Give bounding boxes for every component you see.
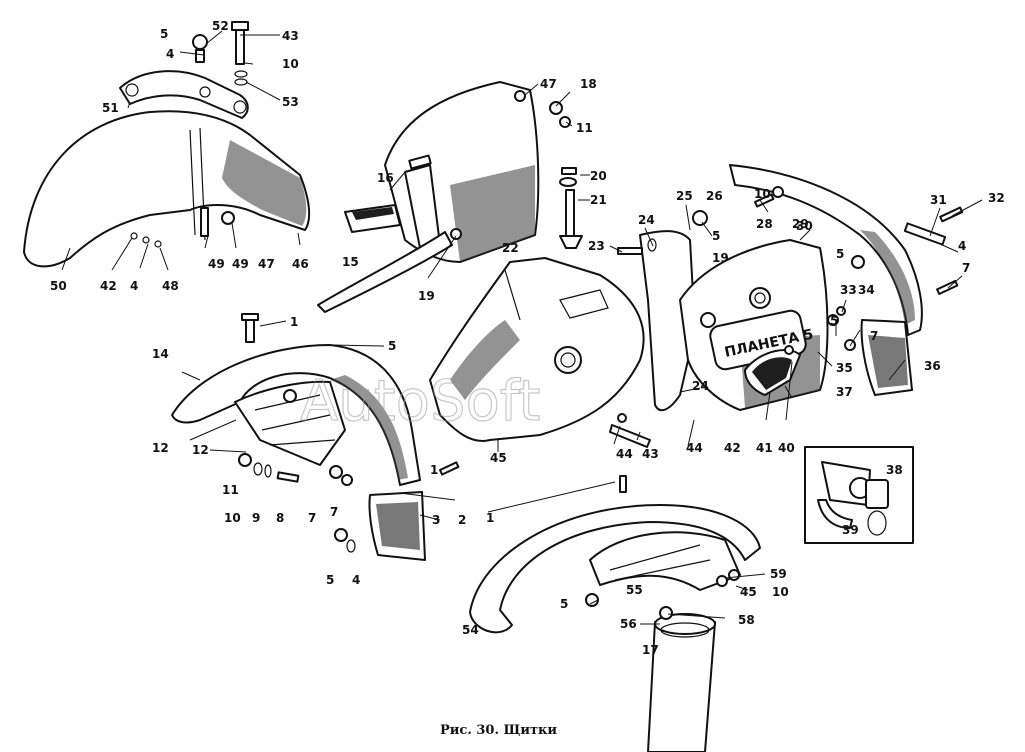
callout-37: 37 xyxy=(836,385,853,399)
callout-20: 20 xyxy=(590,169,607,183)
callout-54: 53 xyxy=(282,95,299,109)
callout-30: 30 xyxy=(796,219,813,233)
callout-10c: 10 xyxy=(224,511,241,525)
callout-26: 26 xyxy=(706,189,723,203)
callout-5: 5 xyxy=(160,27,168,41)
callout-15: 15 xyxy=(342,255,359,269)
callout-29: 29 xyxy=(792,217,809,231)
callout-11: 11 xyxy=(576,121,593,135)
callout-3: 3 xyxy=(432,513,440,527)
callout-58: 58 xyxy=(738,613,755,627)
callout-55: 54 xyxy=(462,623,479,637)
callout-42: 42 xyxy=(100,279,117,293)
callout-32: 32 xyxy=(988,191,1005,205)
callout-53: 52 xyxy=(212,19,229,33)
callout-52: 51 xyxy=(102,101,119,115)
callout-57: 56 xyxy=(620,617,637,631)
rear-mudguard-assembly xyxy=(729,164,964,396)
callout-12b: 12 xyxy=(192,443,209,457)
callout-10b: 10 xyxy=(754,187,771,201)
callout-5b: 5 xyxy=(712,229,720,243)
callout-22: 22 xyxy=(502,241,519,255)
callout-1b: 1 xyxy=(486,511,494,525)
callout-6: 7 xyxy=(870,329,878,343)
callout-21: 21 xyxy=(590,193,607,207)
callout-59: 59 xyxy=(770,567,787,581)
callout-44b: 44 xyxy=(616,447,633,461)
watermark: AutoSoft xyxy=(300,369,541,434)
callout-47: 46 xyxy=(292,257,309,271)
callout-7b: 7 xyxy=(308,511,316,525)
callout-5g: 5 xyxy=(560,597,568,611)
front-fender-lower-assembly xyxy=(469,475,761,752)
rear-fender-assembly xyxy=(171,313,460,561)
callout-6b: 7 xyxy=(330,505,338,519)
callout-51: 50 xyxy=(50,279,67,293)
callout-5e: 5 xyxy=(388,339,396,353)
callout-38: 38 xyxy=(886,463,903,477)
callout-5f: 5 xyxy=(326,573,334,587)
callout-1c: 1 xyxy=(430,463,438,477)
callout-5d: 5 xyxy=(830,314,838,328)
callout-9: 9 xyxy=(252,511,260,525)
callout-11b: 11 xyxy=(222,483,239,497)
front-fender-assembly xyxy=(23,21,311,268)
callout-49b: 49 xyxy=(232,257,249,271)
callout-41: 41 xyxy=(756,441,773,455)
callout-34: 34 xyxy=(858,283,875,297)
callout-4: 4 xyxy=(166,47,174,61)
callout-18: 18 xyxy=(580,77,597,91)
callout-49: 48 xyxy=(162,279,179,293)
callout-24: 24 xyxy=(638,213,655,227)
engine-side-panel xyxy=(429,257,651,448)
callout-31: 31 xyxy=(930,193,947,207)
callout-23: 23 xyxy=(588,239,605,253)
callout-43: 43 xyxy=(282,29,299,43)
callout-10d: 10 xyxy=(772,585,789,599)
callout-33: 33 xyxy=(840,283,857,297)
callout-50: 49 xyxy=(208,257,225,271)
callout-56: 55 xyxy=(626,583,643,597)
callout-28: 28 xyxy=(756,217,773,231)
side-cover-assembly xyxy=(317,81,583,313)
callout-25: 25 xyxy=(676,189,693,203)
callout-39: 39 xyxy=(842,523,859,537)
callout-4c: 4 xyxy=(958,239,966,253)
lock-detail-inset xyxy=(804,446,914,544)
callout-12: 12 xyxy=(152,441,169,455)
leader-lines xyxy=(61,30,983,625)
callout-44: 44 xyxy=(686,441,703,455)
figure-caption: Рис. 30. Щитки xyxy=(440,723,557,738)
callout-36: 36 xyxy=(924,359,941,373)
callout-35: 35 xyxy=(836,361,853,375)
battery-cover-assembly xyxy=(617,210,846,412)
callout-7: 7 xyxy=(962,261,970,275)
callout-40: 40 xyxy=(778,441,795,455)
callout-46: 45 xyxy=(490,451,507,465)
callout-4d: 4 xyxy=(352,573,360,587)
callout-48: 47 xyxy=(258,257,275,271)
callout-43b: 43 xyxy=(642,447,659,461)
callout-47b: 47 xyxy=(540,77,557,91)
callout-24b: 24 xyxy=(692,379,709,393)
callout-5c: 5 xyxy=(836,247,844,261)
callout-16: 16 xyxy=(377,171,394,185)
callout-8: 8 xyxy=(276,511,284,525)
callout-10: 10 xyxy=(282,57,299,71)
callout-1: 1 xyxy=(290,315,298,329)
callout-45: 45 xyxy=(740,585,757,599)
callout-19b: 19 xyxy=(712,251,729,265)
callout-19: 19 xyxy=(418,289,435,303)
callout-42b: 42 xyxy=(724,441,741,455)
callout-17: 17 xyxy=(642,643,659,657)
callout-4b: 4 xyxy=(130,279,138,293)
callout-14: 14 xyxy=(152,347,169,361)
callout-2: 2 xyxy=(458,513,466,527)
callout-labels: 52 5 4 43 10 53 51 50 42 4 48 49 49 47 4… xyxy=(50,19,1005,657)
